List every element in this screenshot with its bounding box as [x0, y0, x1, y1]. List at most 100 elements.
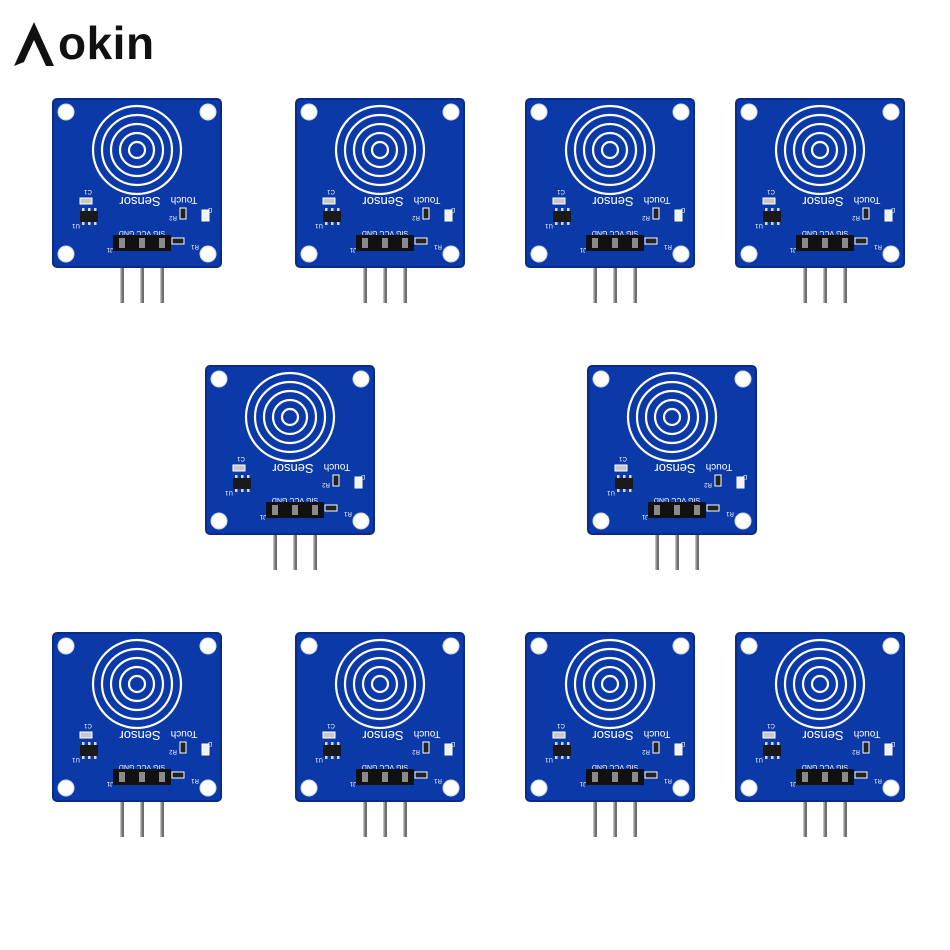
silkscreen-touch: Touch	[171, 728, 198, 739]
silkscreen-label: R2	[412, 214, 420, 220]
silkscreen-touch: Touch	[854, 194, 881, 205]
silkscreen-label: D	[207, 740, 212, 746]
mounting-hole	[57, 637, 75, 655]
silkscreen-label: R1	[434, 777, 442, 783]
mounting-hole	[300, 637, 318, 655]
pin-header	[113, 769, 171, 785]
header-pins	[593, 248, 637, 303]
silkscreen-label: C1	[84, 722, 92, 728]
silkscreen-label: D	[890, 740, 895, 746]
silkscreen-label: C1	[557, 188, 565, 194]
header-pins	[363, 248, 407, 303]
silkscreen-label: D	[890, 206, 895, 212]
silkscreen-label: C1	[237, 455, 245, 461]
header-pins	[363, 782, 407, 837]
mounting-hole	[734, 370, 752, 388]
mounting-hole	[734, 512, 752, 530]
silkscreen-label: D	[450, 740, 455, 746]
silkscreen-label: R2	[852, 748, 860, 754]
mounting-hole	[740, 779, 758, 797]
silkscreen-label: U1	[755, 756, 763, 762]
silkscreen-label: C1	[327, 188, 335, 194]
smd-components	[762, 731, 893, 779]
silkscreen-pins: SIG VCC GND	[802, 229, 848, 236]
silkscreen-label: D	[680, 206, 685, 212]
mounting-hole	[592, 512, 610, 530]
header-pins	[655, 515, 699, 570]
silkscreen-label: R1	[664, 777, 672, 783]
silkscreen-label: R1	[191, 777, 199, 783]
header-pins	[120, 782, 164, 837]
silkscreen-label: U1	[755, 222, 763, 228]
silkscreen-label: R2	[642, 214, 650, 220]
mounting-hole	[442, 637, 460, 655]
smd-components	[762, 197, 893, 245]
silkscreen-label: U1	[315, 222, 323, 228]
silkscreen-sensor: Sensor	[802, 728, 844, 743]
silkscreen-label: C1	[84, 188, 92, 194]
silkscreen-label: R1	[191, 243, 199, 249]
mounting-hole	[882, 103, 900, 121]
smd-components	[552, 197, 683, 245]
mounting-hole	[57, 245, 75, 263]
smd-components	[552, 731, 683, 779]
pin-header	[266, 502, 324, 518]
mounting-hole	[57, 103, 75, 121]
silkscreen-sensor: Sensor	[119, 194, 161, 209]
mounting-hole	[199, 637, 217, 655]
silkscreen-label: U1	[607, 489, 615, 495]
header-pins	[803, 248, 847, 303]
silkscreen-label: J1	[349, 780, 356, 786]
silkscreen-label: U1	[545, 756, 553, 762]
silkscreen-pins: SIG VCC GND	[362, 763, 408, 770]
silkscreen-label: R1	[434, 243, 442, 249]
silkscreen-label: R1	[344, 510, 352, 516]
mounting-hole	[210, 370, 228, 388]
silkscreen-label: C1	[557, 722, 565, 728]
silkscreen-label: U1	[545, 222, 553, 228]
brand-logo: okin	[12, 14, 155, 72]
pin-header	[796, 235, 854, 251]
silkscreen-label: R2	[169, 214, 177, 220]
silkscreen-label: R2	[169, 748, 177, 754]
silkscreen-label: J1	[259, 513, 266, 519]
silkscreen-label: C1	[619, 455, 627, 461]
header-pins	[593, 782, 637, 837]
silkscreen-pins: SIG VCC GND	[119, 229, 165, 236]
mounting-hole	[300, 245, 318, 263]
silkscreen-sensor: Sensor	[362, 194, 404, 209]
smd-components	[322, 731, 453, 779]
silkscreen-label: J1	[789, 246, 796, 252]
silkscreen-label: D	[207, 206, 212, 212]
silkscreen-label: C1	[327, 722, 335, 728]
pin-header	[113, 235, 171, 251]
header-pins	[273, 515, 317, 570]
touch-pad-icon	[564, 104, 656, 196]
logo-text: okin	[58, 17, 155, 69]
mounting-hole	[300, 779, 318, 797]
pin-header	[586, 769, 644, 785]
mounting-hole	[672, 779, 690, 797]
silkscreen-touch: Touch	[171, 194, 198, 205]
pin-header	[356, 235, 414, 251]
silkscreen-label: R1	[874, 777, 882, 783]
silkscreen-label: C1	[767, 722, 775, 728]
mounting-hole	[740, 637, 758, 655]
silkscreen-sensor: Sensor	[654, 461, 696, 476]
mounting-hole	[352, 370, 370, 388]
silkscreen-touch: Touch	[854, 728, 881, 739]
logo-mark-icon	[14, 22, 54, 66]
silkscreen-sensor: Sensor	[802, 194, 844, 209]
mounting-hole	[199, 779, 217, 797]
